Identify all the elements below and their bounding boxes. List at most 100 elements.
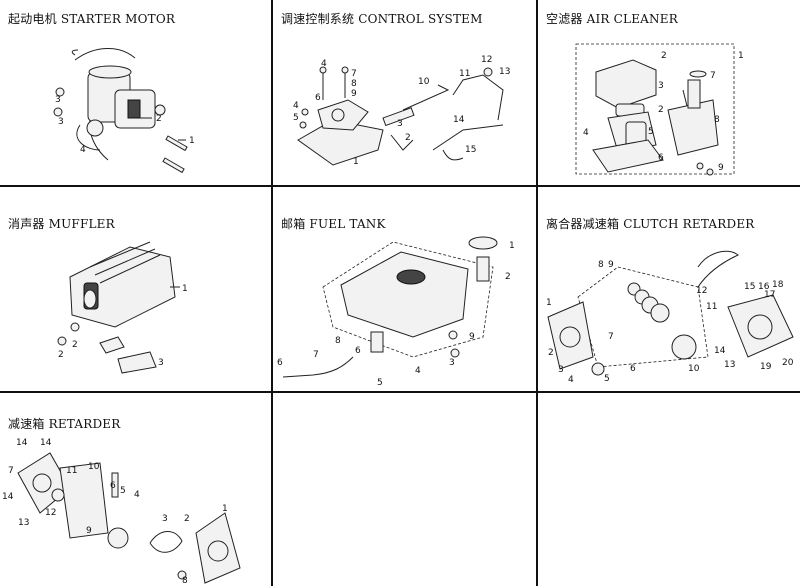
part-shape: [59, 462, 109, 539]
part-shape: [559, 326, 581, 348]
callout-number: 14: [2, 492, 14, 502]
part-shape: [319, 66, 327, 74]
part-shape: [71, 49, 79, 56]
callout-number: 13: [18, 518, 29, 528]
callout-number: 14: [714, 346, 726, 356]
callout-number: 2: [658, 105, 664, 115]
part-shape: [402, 84, 450, 111]
callout-number: 2: [405, 133, 411, 143]
callout-number: 2: [661, 51, 667, 61]
part-shape: [299, 121, 307, 129]
empty-cell: [273, 393, 536, 586]
part-shape: [747, 314, 773, 340]
section-muffler: 消声器 MUFFLER 1 2 2 3: [0, 187, 271, 391]
part-shape: [117, 351, 157, 374]
control-system-drawing: 4 7 8 9 4 5 6 1 3 2 10 11 12 13 14 15: [293, 55, 510, 167]
part-shape: [432, 124, 504, 151]
callout-number: 13: [499, 67, 510, 77]
fuel-tank-body: [340, 251, 469, 338]
part-shape: [370, 331, 384, 353]
part-shape: [162, 157, 185, 174]
section-clutch-retarder: 离合器减速箱 CLUTCH RETARDER 1 2 3 4 5 6 7 8 9…: [538, 187, 800, 391]
callout-number: 8: [351, 79, 357, 89]
part-shape: [51, 488, 65, 502]
callout-number: 1: [546, 298, 552, 308]
retarder-drawing: 14 14 7 14 13 12 11 10 9 6 5 4 3 2 1 8: [2, 438, 241, 586]
part-shape: [442, 149, 464, 161]
part-shape: [382, 107, 415, 127]
section-title: 起动电机 STARTER MOTOR: [8, 12, 176, 26]
callout-number: 4: [134, 490, 140, 500]
callout-number: 5: [377, 378, 383, 388]
callout-number: 2: [72, 340, 78, 350]
callout-number: 6: [658, 153, 664, 163]
part-shape: [74, 48, 136, 61]
part-shape: [149, 531, 183, 553]
callout-number: 4: [321, 59, 327, 69]
starter-motor-drawing: 2 1 3 3 4: [53, 48, 195, 174]
part-shape: [177, 570, 187, 580]
part-shape: [32, 473, 52, 493]
callout-number: 12: [45, 508, 56, 518]
callout-number: 10: [688, 364, 700, 374]
callout-number: 8: [714, 115, 720, 125]
part-shape: [450, 348, 460, 358]
callout-number: 6: [277, 358, 283, 368]
fuel-cap: [468, 236, 498, 250]
section-title: 邮箱 FUEL TANK: [281, 217, 386, 231]
callout-number: 3: [58, 117, 64, 127]
callout-number: 11: [459, 69, 470, 79]
air-cleaner-drawing: 1 2 3 2 4 5 6 7 8 9: [575, 43, 744, 176]
callout-number: 20: [782, 358, 794, 368]
callout-number: 2: [505, 272, 511, 282]
part-shape: [53, 107, 63, 117]
callout-number: 7: [608, 332, 614, 342]
callout-number: 10: [88, 462, 100, 472]
callout-number: 2: [548, 348, 554, 358]
callout-number: 3: [449, 358, 455, 368]
callout-number: 7: [8, 466, 14, 476]
callout-number: 8: [598, 260, 604, 270]
grid-divider-v1: [271, 0, 273, 586]
callout-number: 3: [158, 358, 164, 368]
section-air-cleaner: 空滤器 AIR CLEANER 1 2 3 2 4 5 6 7 8 9: [538, 0, 800, 185]
callout-number: 4: [80, 145, 86, 155]
section-retarder: 减速箱 RETARDER 14 14 7 14 13 12 11 10 9 6 …: [0, 393, 271, 586]
section-starter-motor: 起动电机 STARTER MOTOR 2 1 3 3 4: [0, 0, 271, 185]
callout-number: 9: [469, 332, 475, 342]
callout-number: 12: [696, 286, 707, 296]
part-shape: [452, 74, 504, 121]
callout-number: 6: [630, 364, 636, 374]
part-shape: [165, 135, 188, 152]
part-shape: [89, 241, 151, 268]
callout-number: 14: [453, 115, 465, 125]
callout-number: 3: [162, 514, 168, 524]
callout-number: 4: [293, 101, 299, 111]
callout-number: 1: [222, 504, 228, 514]
part-shape: [448, 330, 458, 340]
part-shape: [577, 266, 709, 368]
callout-number: 14: [16, 438, 28, 448]
part-shape: [76, 124, 101, 151]
callout-number: 15: [465, 145, 476, 155]
empty-cell: [538, 393, 800, 586]
callout-number: 10: [418, 77, 430, 87]
fuel-tank-drawing: 1 2 3 4 5 6 6 7 8 9: [277, 236, 515, 388]
callout-number: 3: [397, 119, 403, 129]
callout-number: 1: [182, 284, 188, 294]
clutch-retarder-drawing: 1 2 3 4 5 6 7 8 9 10 11 12 13 14 15 16 1…: [546, 250, 794, 385]
callout-number: 6: [315, 93, 321, 103]
air-cleaner-cover: [595, 59, 657, 109]
part-shape: [706, 168, 714, 176]
part-shape: [99, 336, 125, 354]
part-shape: [282, 356, 354, 378]
section-title: 减速箱 RETARDER: [8, 417, 121, 431]
part-shape: [687, 79, 701, 109]
part-shape: [592, 139, 664, 173]
callout-number: 3: [558, 365, 564, 375]
part-shape: [111, 472, 119, 498]
part-shape: [88, 65, 132, 79]
callout-number: 1: [509, 241, 515, 251]
callout-number: 4: [568, 375, 574, 385]
